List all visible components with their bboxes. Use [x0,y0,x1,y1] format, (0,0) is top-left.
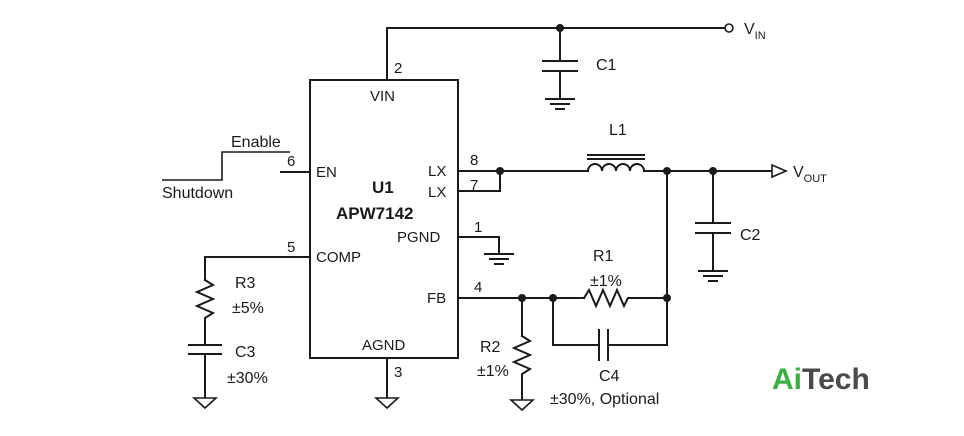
pgnd-pin-name: PGND [397,229,441,246]
vin-terminal [724,23,734,33]
lx2-pin-name: LX [428,184,446,201]
c4-label: C4 [599,368,620,385]
agnd-ground-icon [373,397,401,410]
enable-step [162,151,290,181]
l1-label: L1 [609,122,627,139]
l1-inductor [586,163,646,173]
enable-label: Enable [231,134,281,151]
brand-logo: AiTech [772,363,870,396]
en-pin-name: EN [316,164,337,181]
r1-label: R1 [593,248,614,265]
c3-label: C3 [235,344,256,361]
r2-ground-icon [508,399,536,412]
c3-ground-icon [191,397,219,410]
comp-pin-name: COMP [316,249,361,266]
fb-pin-name: FB [427,290,446,307]
r2-tolerance: ±1% [477,363,509,380]
vin-pin-name: VIN [370,88,395,105]
vin-label: VIN [744,21,766,42]
comp-wire [204,256,311,281]
r1-resistor [582,287,668,309]
fb-pin-number: 4 [474,279,482,296]
ic-body [309,79,459,359]
ic-ref: U1 [372,178,394,197]
pgnd-pin-number: 1 [474,219,482,236]
r1-tolerance: ±1% [590,273,622,290]
shutdown-label: Shutdown [162,185,233,202]
r2-resistor [511,334,533,401]
c1-label: C1 [596,57,617,74]
r3-label: R3 [235,275,256,292]
vout-arrow [771,163,789,179]
lx2-pin-number: 7 [470,177,478,194]
c2-label: C2 [740,227,761,244]
r3-tolerance: ±5% [232,300,264,317]
c3-tolerance: ±30% [227,370,268,387]
comp-pin-number: 5 [287,239,295,256]
ic-part: APW7142 [336,204,413,223]
agnd-pin-name: AGND [362,337,406,354]
en-pin-number: 6 [287,153,295,170]
r3-resistor [194,278,216,345]
agnd-pin-number: 3 [394,364,402,381]
c4-tolerance: ±30%, Optional [550,391,659,408]
lx1-pin-name: LX [428,163,446,180]
vin-pin-number: 2 [394,60,402,77]
r2-label: R2 [480,339,501,356]
lx1-pin-number: 8 [470,152,478,169]
vout-label: VOUT [793,164,827,185]
vin-wire [386,27,726,81]
